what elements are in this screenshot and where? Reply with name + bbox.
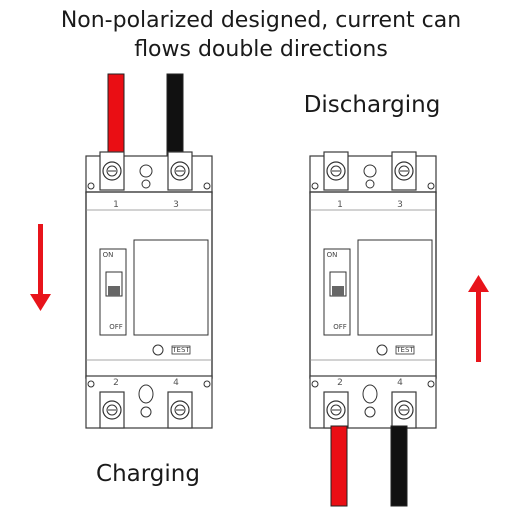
- wire-positive-bottom: [330, 425, 348, 507]
- headline: Non-polarized designed, current can flow…: [0, 6, 522, 64]
- on-label: ON: [103, 251, 114, 259]
- off-label: OFF: [109, 323, 123, 331]
- headline-line-2: flows double directions: [134, 37, 388, 62]
- wire-negative-top: [166, 73, 184, 157]
- terminal-label: 2: [113, 378, 119, 388]
- test-label: TEST: [395, 346, 414, 354]
- terminal-label: 1: [113, 200, 119, 210]
- terminal-label: 4: [173, 378, 179, 388]
- arrow-down-icon: [30, 224, 51, 311]
- terminal-label: 3: [173, 200, 179, 210]
- breaker-left: 1 3 ON OFF TEST 2 4: [85, 73, 213, 429]
- terminal-label: 3: [397, 200, 403, 210]
- discharging-label: Discharging: [303, 92, 441, 118]
- wire-positive-top: [107, 73, 125, 157]
- headline-line-1: Non-polarized designed, current can: [60, 8, 462, 33]
- breaker-right: 1 3 ON OFF TEST 2 4: [309, 151, 437, 507]
- terminal-label: 4: [397, 378, 403, 388]
- on-label: ON: [327, 251, 338, 259]
- off-label: OFF: [333, 323, 347, 331]
- arrow-up-icon: [468, 275, 489, 362]
- terminal-label: 1: [337, 200, 343, 210]
- charging-label: Charging: [96, 461, 200, 487]
- test-label: TEST: [171, 346, 190, 354]
- terminal-label: 2: [337, 378, 343, 388]
- wire-negative-bottom: [390, 425, 408, 507]
